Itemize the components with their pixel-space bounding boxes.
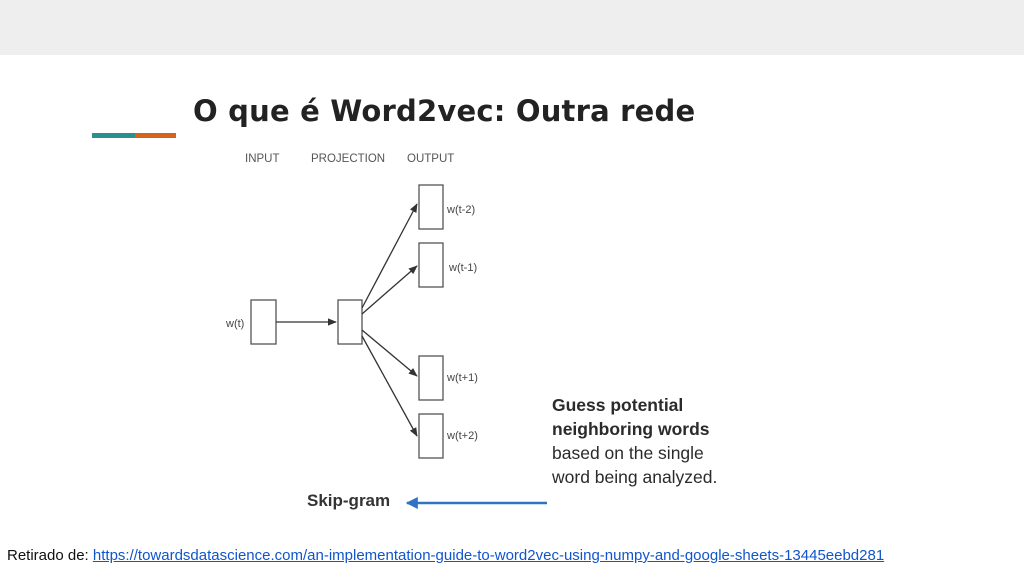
output-label-t-minus-1: w(t-1) xyxy=(448,262,477,274)
title-accent-teal xyxy=(92,133,135,138)
output-label-t-plus-2: w(t+2) xyxy=(446,430,478,442)
projection-to-t-minus-1-arrow xyxy=(361,265,418,315)
output-label-t-plus-1: w(t+1) xyxy=(446,372,478,384)
slide-title: O que é Word2vec: Outra rede xyxy=(193,94,696,128)
header-output: OUTPUT xyxy=(407,153,454,165)
output-node-t-plus-1 xyxy=(418,355,444,401)
projection-to-t-plus-1-arrow xyxy=(361,329,418,377)
caption-bold-lead: Guess potential neighboring words xyxy=(552,395,710,439)
input-node xyxy=(250,299,277,345)
header-input: INPUT xyxy=(245,153,280,165)
projection-to-t-minus-2-arrow xyxy=(361,203,418,309)
model-name-label: Skip-gram xyxy=(307,491,390,510)
output-node-t-minus-1 xyxy=(418,242,444,288)
output-node-t-plus-2 xyxy=(418,413,444,459)
diagram-caption: Guess potential neighboring words based … xyxy=(552,393,722,489)
projection-node xyxy=(337,299,363,345)
caption-rest: based on the single word being analyzed. xyxy=(552,443,718,487)
title-accent-orange xyxy=(135,133,176,138)
output-node-t-minus-2 xyxy=(418,184,444,230)
source-credit: Retirado de: https://towardsdatascience.… xyxy=(7,547,884,564)
header-projection: PROJECTION xyxy=(311,153,385,165)
skip-gram-diagram: INPUT PROJECTION OUTPUT w(t) w(t-2) w(t-… xyxy=(195,140,715,520)
top-bar xyxy=(0,0,1024,55)
projection-to-t-plus-2-arrow xyxy=(361,335,418,437)
source-link[interactable]: https://towardsdatascience.com/an-implem… xyxy=(92,547,885,564)
input-label: w(t) xyxy=(225,318,244,330)
output-label-t-minus-2: w(t-2) xyxy=(446,204,475,216)
source-credit-prefix: Retirado de: xyxy=(7,547,93,564)
